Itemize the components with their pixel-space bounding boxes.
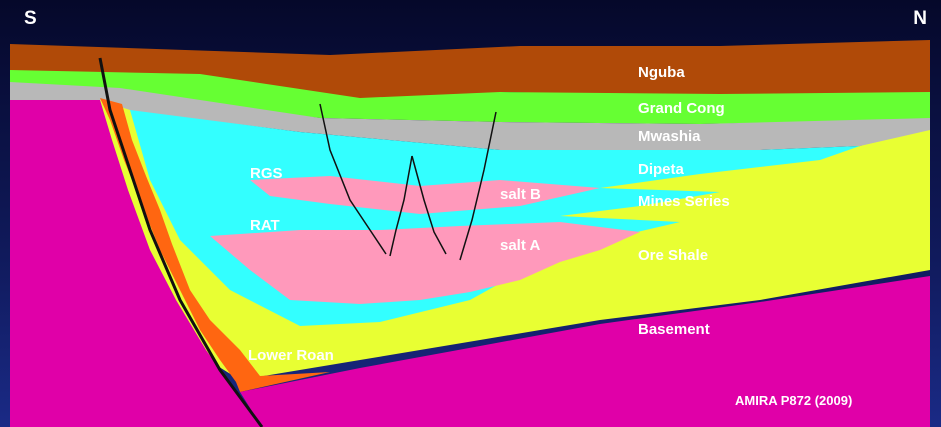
mwashia-label: Mwashia (638, 128, 701, 145)
salt-a-body (210, 222, 640, 304)
dipeta-label: Dipeta (638, 161, 685, 178)
minor-fault-3 (411, 155, 447, 255)
lower-roan-label: Lower Roan (248, 347, 334, 364)
ore-shale-label: Ore Shale (638, 247, 708, 264)
rgs-label: RGS (250, 165, 283, 182)
salt-b-label: salt B (500, 186, 541, 203)
minor-fault-2 (389, 155, 413, 257)
lower-roan-fringe (100, 98, 330, 392)
minor-fault-1 (319, 103, 387, 255)
salt-a-label: salt A (500, 237, 540, 254)
grand-cong-label: Grand Cong (638, 100, 725, 117)
south-marker: S (24, 8, 37, 29)
grand-cong-layer (10, 70, 930, 124)
nguba-label: Nguba (638, 64, 685, 81)
north-marker: N (913, 8, 927, 29)
basement-west (10, 100, 262, 427)
mines-series-label: Mines Series (638, 193, 730, 210)
main-fault-line (98, 57, 264, 427)
mwashia-layer (10, 82, 930, 150)
salt-b-body (250, 176, 600, 214)
credit-text: AMIRA P872 (2009) (735, 393, 852, 408)
rat-label: RAT (250, 217, 280, 234)
basement-east (240, 276, 930, 427)
minor-fault-4 (459, 111, 497, 261)
basement-label: Basement (638, 321, 710, 338)
